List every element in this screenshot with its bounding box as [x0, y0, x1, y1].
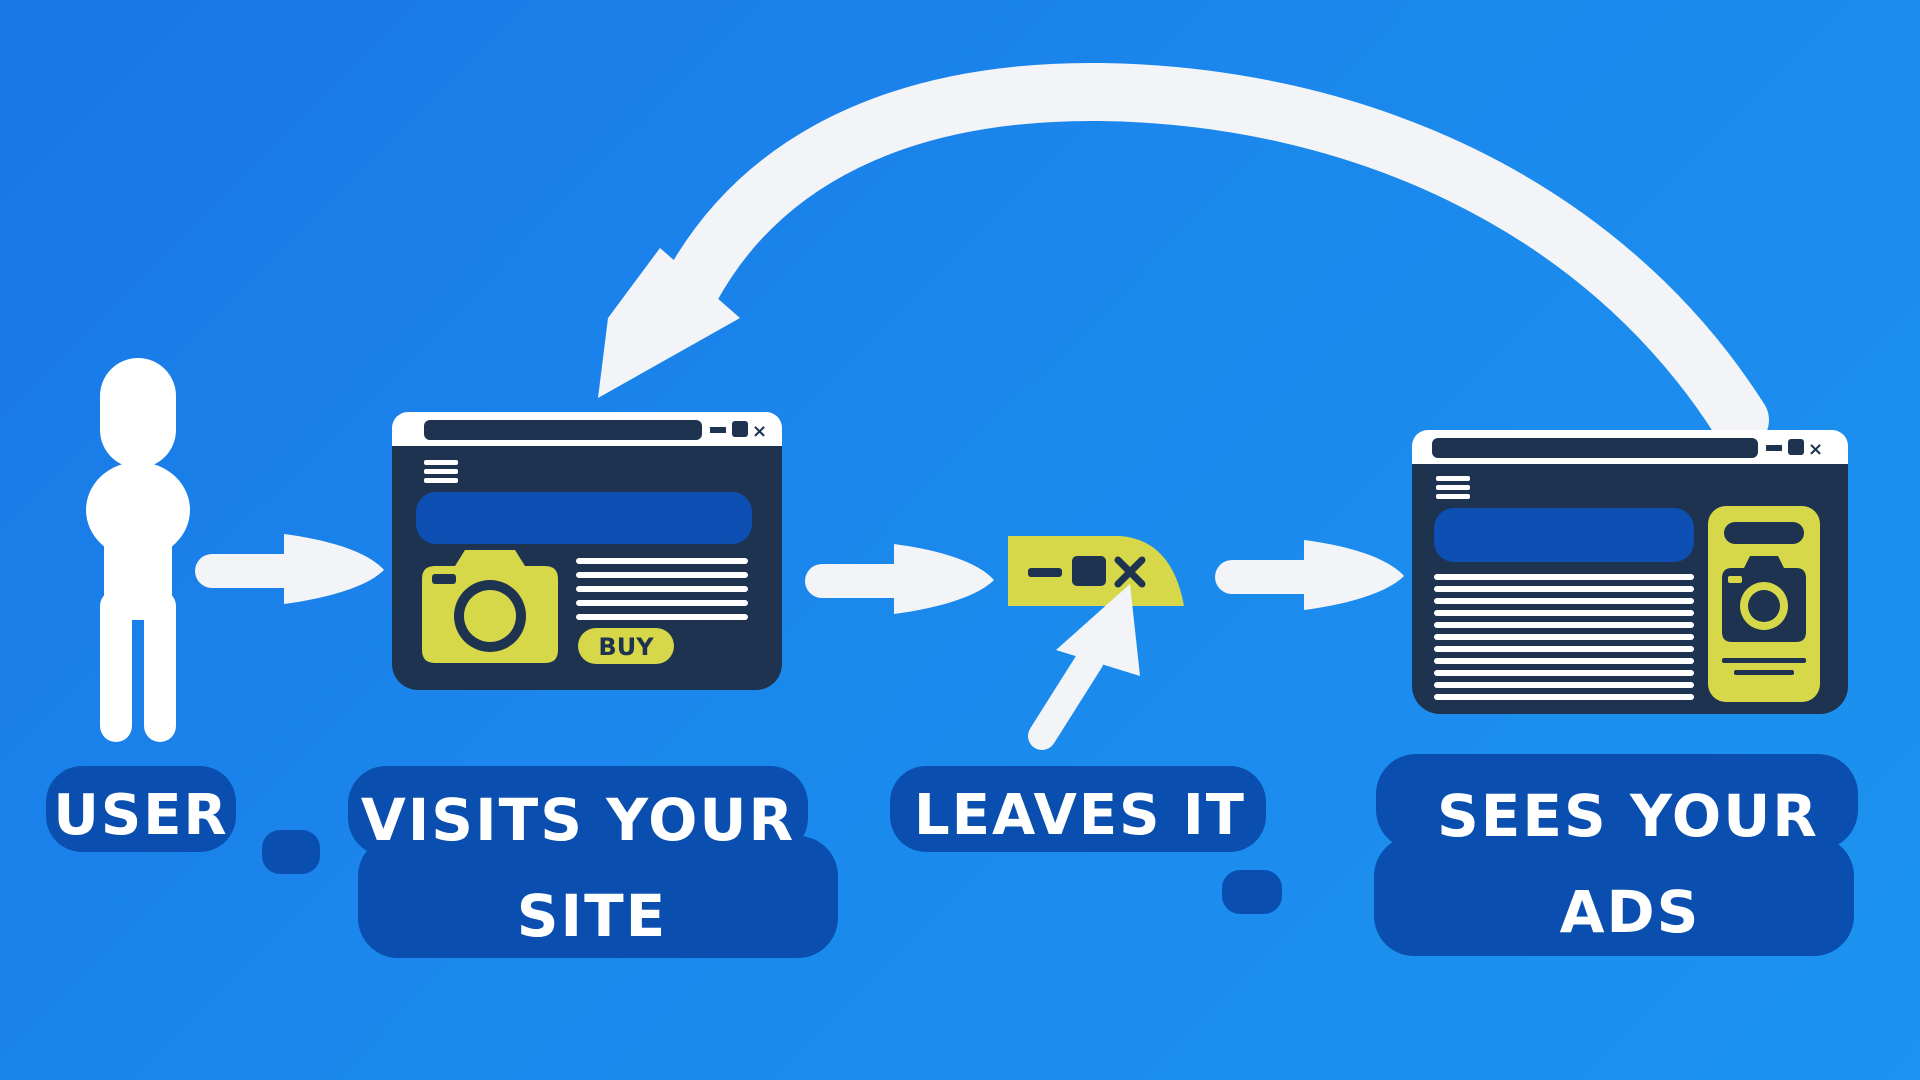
- svg-text:×: ×: [752, 421, 767, 442]
- label-leaves-text: LEAVES IT: [914, 783, 1246, 848]
- label-user-text: USER: [53, 783, 228, 848]
- camera-icon: [422, 550, 558, 663]
- arrow-right-icon: [805, 544, 994, 614]
- buy-button-label: BUY: [598, 633, 654, 661]
- camera-icon: [1722, 556, 1806, 642]
- label-visits-line1: VISITS YOUR: [361, 786, 795, 854]
- window-controls-icon: [1008, 536, 1184, 606]
- browser-window-icon: × BUY: [392, 412, 782, 690]
- buy-button[interactable]: BUY: [578, 628, 674, 664]
- window-controls-icon: ×: [710, 421, 767, 442]
- label-user: USER: [46, 766, 320, 874]
- browser-window-icon: ×: [1412, 430, 1848, 714]
- close-icon: [1114, 556, 1146, 588]
- arrow-right-icon: [195, 534, 384, 604]
- label-sees-line2: ADS: [1560, 878, 1701, 946]
- label-sees-line1: SEES YOUR: [1437, 782, 1819, 850]
- label-visits-your-site: VISITS YOUR SITE: [348, 766, 838, 958]
- person-icon: [86, 358, 190, 742]
- hamburger-menu-icon: [424, 460, 458, 483]
- window-controls-icon: ×: [1766, 439, 1823, 460]
- cursor-arrow-icon: [1028, 584, 1140, 750]
- hamburger-menu-icon: [1436, 476, 1470, 499]
- curved-return-arrow-icon: [598, 62, 1769, 449]
- arrow-right-icon: [1215, 540, 1404, 610]
- label-visits-line2: SITE: [517, 882, 668, 950]
- label-sees-your-ads: SEES YOUR ADS: [1374, 754, 1858, 956]
- ad-banner[interactable]: [1708, 506, 1820, 702]
- label-leaves-it: LEAVES IT: [890, 766, 1282, 914]
- svg-text:×: ×: [1808, 439, 1823, 460]
